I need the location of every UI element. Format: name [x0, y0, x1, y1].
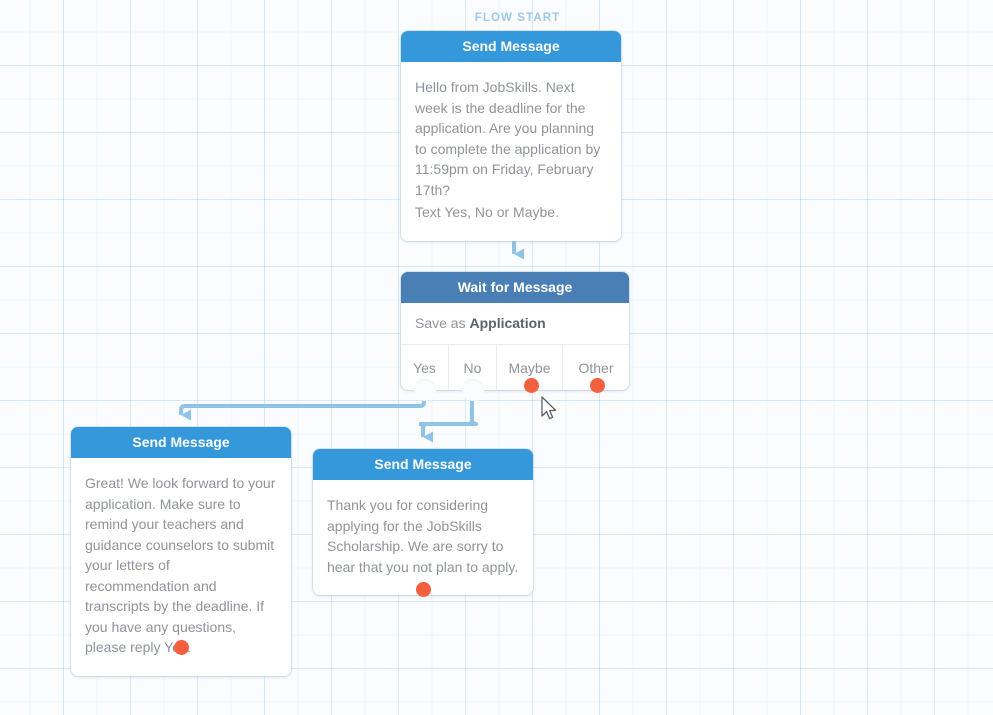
- endpoint-dot-other[interactable]: [590, 378, 605, 393]
- node-header-send-message[interactable]: Send Message: [71, 427, 291, 458]
- branch-port-notch-no[interactable]: [461, 379, 484, 401]
- node-send-message-1[interactable]: Send Message Hello from JobSkills. Next …: [401, 31, 621, 241]
- node-body: Hello from JobSkills. Next week is the d…: [401, 62, 621, 241]
- branch-label: Maybe: [508, 359, 551, 376]
- branch-tab-maybe[interactable]: Maybe: [497, 345, 563, 390]
- message-text-line: Great! We look forward to your applicati…: [85, 475, 276, 655]
- branch-tab-no[interactable]: No: [449, 345, 497, 401]
- save-as-prefix: Save as: [415, 315, 466, 331]
- node-header-send-message[interactable]: Send Message: [313, 449, 533, 480]
- node-wait-for-message[interactable]: Wait for Message Save as Application Yes…: [401, 272, 629, 401]
- node-body: Thank you for considering applying for t…: [313, 480, 533, 595]
- arrow-pointer-icon: [541, 396, 557, 420]
- endpoint-dot-send-message-3[interactable]: [416, 582, 431, 597]
- node-header-send-message[interactable]: Send Message: [401, 31, 621, 62]
- message-text-line: Text Yes, No or Maybe.: [415, 204, 559, 220]
- node-send-message-2[interactable]: Send Message Great! We look forward to y…: [71, 427, 291, 676]
- endpoint-dot-maybe[interactable]: [524, 378, 539, 393]
- branch-label: Other: [578, 359, 614, 376]
- message-text-line: Thank you for considering applying for t…: [327, 497, 519, 575]
- branch-label: No: [463, 359, 482, 376]
- branch-tab-row: Yes No Maybe Other: [401, 345, 629, 401]
- endpoint-dot-send-message-2[interactable]: [174, 640, 189, 655]
- branch-tab-other[interactable]: Other: [563, 345, 629, 390]
- branch-port-notch-yes[interactable]: [413, 379, 436, 401]
- node-body: Great! We look forward to your applicati…: [71, 458, 291, 676]
- node-send-message-3[interactable]: Send Message Thank you for considering a…: [313, 449, 533, 595]
- save-as-row[interactable]: Save as Application: [401, 303, 629, 345]
- branch-label: Yes: [413, 359, 436, 376]
- message-text-line: Hello from JobSkills. Next week is the d…: [415, 79, 601, 198]
- flow-start-label: FLOW START: [474, 12, 561, 24]
- branch-tab-yes[interactable]: Yes: [401, 345, 449, 401]
- save-as-variable: Application: [469, 315, 546, 331]
- edge-yes-to-send2: [179, 388, 426, 421]
- node-header-wait-for-message[interactable]: Wait for Message: [401, 272, 629, 303]
